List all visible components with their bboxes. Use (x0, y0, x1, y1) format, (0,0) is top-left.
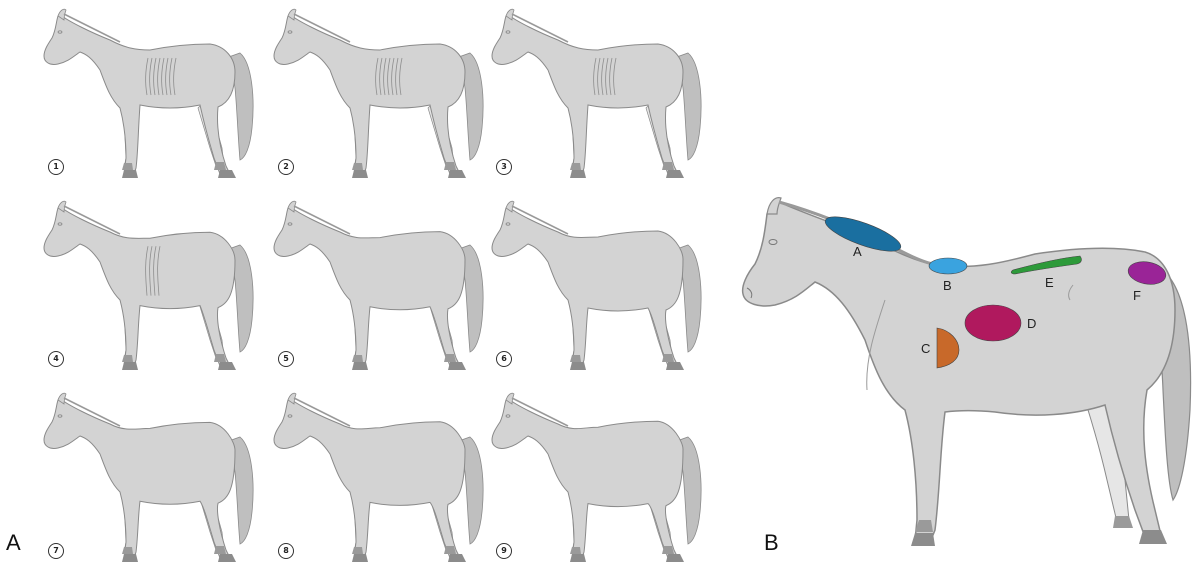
horse-score-9: 9 (488, 392, 703, 577)
region-f-label: F (1133, 288, 1141, 303)
score-number-badge: 8 (278, 543, 294, 559)
horse-score-4: 4 (40, 200, 255, 385)
far-hind-hoof (1113, 516, 1133, 528)
score-number-badge: 9 (496, 543, 512, 559)
score-number-badge: 6 (496, 351, 512, 367)
score-number-badge: 3 (496, 159, 512, 175)
horse-score-8: 8 (270, 392, 485, 577)
horse-score-7: 7 (40, 392, 255, 577)
body-regions-horse: A B C D E F (735, 190, 1194, 555)
horse-score-3: 3 (488, 8, 703, 193)
score-number-badge: 7 (48, 543, 64, 559)
horse-score-1: 1 (40, 8, 255, 193)
horse-score-5: 5 (270, 200, 485, 385)
panel-a-letter: A (6, 532, 21, 554)
horse-score-6: 6 (488, 200, 703, 385)
region-b-shape (929, 258, 967, 274)
region-c-label: C (921, 341, 930, 356)
panel-b-horse-diagram: A B C D E F (735, 190, 1194, 555)
region-e-label: E (1045, 275, 1054, 290)
horse-score-2: 2 (270, 8, 485, 193)
region-d-shape (965, 305, 1021, 341)
score-number-badge: 2 (278, 159, 294, 175)
region-d-label: D (1027, 316, 1036, 331)
fore-hoof (911, 533, 935, 546)
region-a-label: A (853, 244, 862, 259)
score-number-badge: 4 (48, 351, 64, 367)
score-number-badge: 1 (48, 159, 64, 175)
region-b-label: B (943, 278, 952, 293)
hind-hoof (1139, 530, 1167, 544)
score-number-badge: 5 (278, 351, 294, 367)
